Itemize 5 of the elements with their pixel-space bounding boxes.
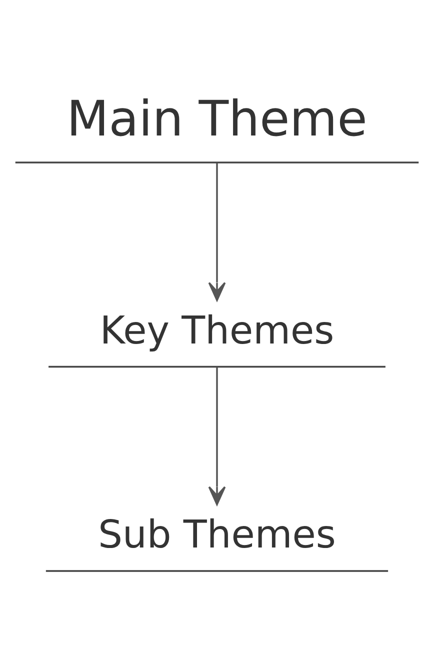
- node-text: Main Theme: [66, 90, 368, 148]
- node-text: Sub Themes: [98, 512, 336, 558]
- node-text: Key Themes: [100, 308, 334, 354]
- arrow: [208, 367, 226, 506]
- arrow: [208, 162, 226, 302]
